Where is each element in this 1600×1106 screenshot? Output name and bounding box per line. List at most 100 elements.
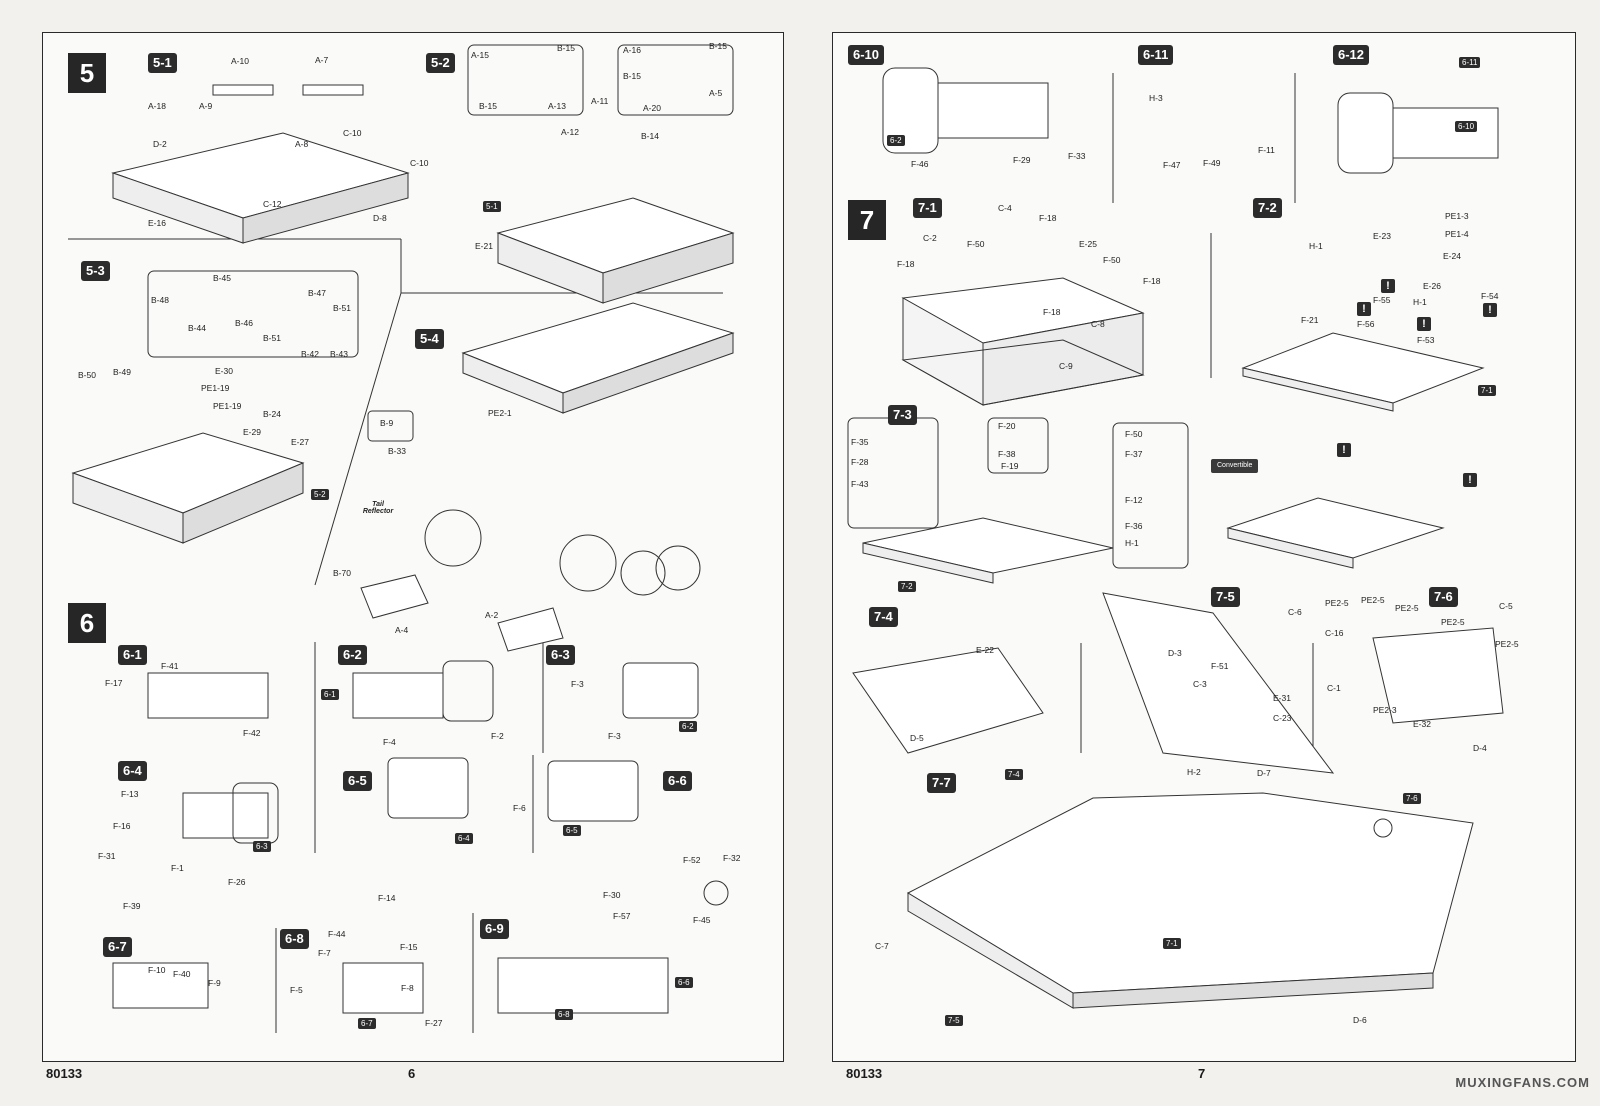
part-label: B-43: [330, 349, 348, 359]
part-label: F-32: [723, 853, 741, 863]
part-label: F-16: [113, 821, 131, 831]
caution-icon: !: [1463, 473, 1477, 487]
part-label: E-26: [1423, 281, 1441, 291]
part-label: B-49: [113, 367, 131, 377]
substep-label-6-10: 6-10: [848, 45, 885, 65]
part-label: PE2-5: [1325, 598, 1349, 608]
caution-icon: !: [1357, 302, 1371, 316]
part-label: PE1-19: [213, 401, 242, 411]
part-label: F-1: [171, 863, 184, 873]
part-label: PE2-5: [1395, 603, 1419, 613]
part-label: PE2-5: [1361, 595, 1385, 605]
part-label: F-33: [1068, 151, 1086, 161]
part-label: C-8: [1091, 319, 1105, 329]
part-label: B-48: [151, 295, 169, 305]
part-label: E-29: [243, 427, 261, 437]
ref-6-8: 6-8: [555, 1009, 573, 1020]
part-label: D-7: [1257, 768, 1271, 778]
product-code-right: 80133: [846, 1066, 883, 1081]
part-label: H-3: [1149, 93, 1163, 103]
part-label: B-50: [78, 370, 96, 380]
part-label: F-44: [328, 929, 346, 939]
part-label: F-49: [1203, 158, 1221, 168]
part-label: F-8: [401, 983, 414, 993]
part-label: A-18: [148, 101, 166, 111]
ref-7-1: 7-1: [1478, 385, 1496, 396]
caution-icon: !: [1483, 303, 1497, 317]
ref-6-2: 6-2: [679, 721, 697, 732]
part-label: F-4: [383, 737, 396, 747]
part-label: E-21: [475, 241, 493, 251]
part-label: F-38: [998, 449, 1016, 459]
part-label: F-35: [851, 437, 869, 447]
part-label: F-13: [121, 789, 139, 799]
part-label: F-43: [851, 479, 869, 489]
part-label: C-1: [1327, 683, 1341, 693]
substep-label-6-5: 6-5: [343, 771, 372, 791]
part-label: E-31: [1273, 693, 1291, 703]
part-label: F-41: [161, 661, 179, 671]
product-code-left: 80133: [46, 1066, 83, 1081]
part-label: F-9: [208, 978, 221, 988]
part-label: C-10: [410, 158, 429, 168]
substep-label-6-4: 6-4: [118, 761, 147, 781]
part-label: H-1: [1413, 297, 1427, 307]
part-label: A-15: [471, 50, 489, 60]
part-label: A-4: [395, 625, 409, 635]
part-label: F-5: [290, 985, 303, 995]
part-label: B-70: [333, 568, 351, 578]
step-number-5: 5: [68, 53, 106, 93]
part-label: A-2: [485, 610, 499, 620]
part-label: C-3: [1193, 679, 1207, 689]
part-label: PE2-3: [1373, 705, 1397, 715]
part-label: C-6: [1288, 607, 1302, 617]
ref-5-1: 5-1: [483, 201, 501, 212]
part-label: F-14: [378, 893, 396, 903]
substep-label-7-7: 7-7: [927, 773, 956, 793]
part-label: F-45: [693, 915, 711, 925]
part-label: C-4: [998, 203, 1012, 213]
part-label: A-5: [709, 88, 723, 98]
ref-5-2: 5-2: [311, 489, 329, 500]
part-label: F-12: [1125, 495, 1143, 505]
part-label: F-37: [1125, 449, 1143, 459]
part-label: F-28: [851, 457, 869, 467]
part-label: F-56: [1357, 319, 1375, 329]
part-label: F-50: [1103, 255, 1121, 265]
part-label: B-42: [301, 349, 319, 359]
part-label: PE2-5: [1495, 639, 1519, 649]
instruction-page-right: 6-10 6-11 6-12 6-2 6-11 6-10 7 7-1 7-2 7…: [832, 32, 1576, 1062]
part-label: F-36: [1125, 521, 1143, 531]
substep-label-6-2: 6-2: [338, 645, 367, 665]
part-label: C-10: [343, 128, 362, 138]
part-label: PE2-1: [488, 408, 512, 418]
part-label: D-8: [373, 213, 387, 223]
assembly-diagram-left: [68, 44, 735, 1033]
ref-6-10: 6-10: [1455, 121, 1478, 132]
part-label: PE1-3: [1445, 211, 1469, 221]
caution-icon: !: [1337, 443, 1351, 457]
ref-6-7: 6-7: [358, 1018, 376, 1029]
part-label: A-8: [295, 139, 309, 149]
caution-icon: !: [1417, 317, 1431, 331]
part-label: E-25: [1079, 239, 1097, 249]
part-label: B-15: [623, 71, 641, 81]
page-number-left: 6: [408, 1066, 416, 1081]
part-label: B-44: [188, 323, 206, 333]
part-label: D-4: [1473, 743, 1487, 753]
ref-6-4: 6-4: [455, 833, 473, 844]
ref-6-11: 6-11: [1459, 57, 1481, 68]
part-label: D-6: [1353, 1015, 1367, 1025]
part-label: B-47: [308, 288, 326, 298]
part-label: F-29: [1013, 155, 1031, 165]
part-label: F-57: [613, 911, 631, 921]
part-label: C-5: [1499, 601, 1513, 611]
substep-label-5-4: 5-4: [415, 329, 444, 349]
part-label: F-15: [400, 942, 418, 952]
part-label: F-18: [1043, 307, 1061, 317]
ref-6-5: 6-5: [563, 825, 581, 836]
part-label: E-32: [1413, 719, 1431, 729]
part-label: F-39: [123, 901, 141, 911]
part-label: B-15: [557, 43, 575, 53]
part-label: E-16: [148, 218, 166, 228]
